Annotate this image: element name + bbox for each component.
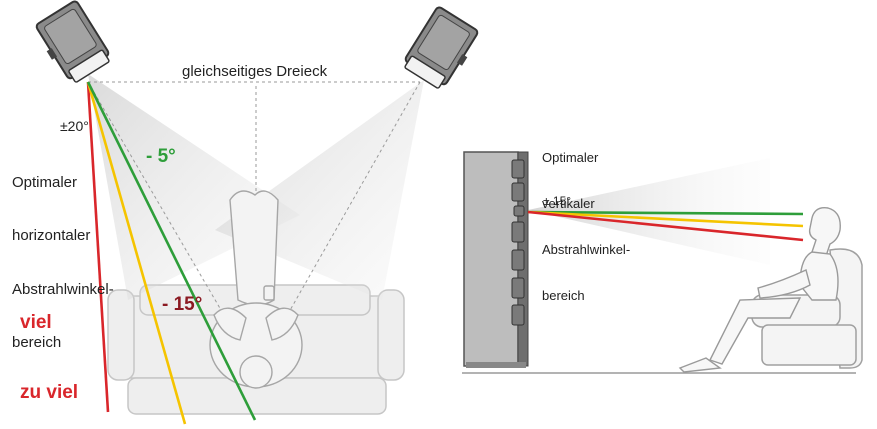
horizontal-range-label: Optimaler horizontaler Abstrahlwinkel- b… <box>12 139 114 387</box>
vline-red <box>527 210 804 242</box>
horizontal-range-line-1: Optimaler <box>12 174 78 192</box>
angle-green-label: - 5° <box>146 146 176 167</box>
vline-green <box>527 210 804 216</box>
right-speaker <box>404 6 479 89</box>
horizontal-range-line-2: horizontaler <box>12 227 91 245</box>
line-green <box>86 81 257 421</box>
vline-yellow <box>527 210 804 228</box>
vertical-range-line-1: Optimaler <box>542 149 599 165</box>
left-speaker-cone <box>88 74 300 300</box>
left-speaker <box>35 0 110 83</box>
warning-line-2: zu viel <box>20 381 79 403</box>
warning-label: viel zu viel <box>20 265 78 429</box>
horizontal-tolerance-label: ±20° <box>60 118 89 134</box>
vertical-range-line-3: Abstrahlwinkel- <box>542 241 631 257</box>
sofa <box>107 284 405 415</box>
vertical-range-line-2: vertikaler <box>542 195 595 211</box>
vertical-range-line-4: bereich <box>542 287 585 303</box>
warning-line-1: viel <box>20 312 52 334</box>
line-yellow <box>86 81 187 425</box>
seated-person <box>678 207 841 373</box>
vertical-cone <box>528 158 770 265</box>
tower-speaker <box>463 151 529 368</box>
angle-red-label: - 15° <box>162 294 203 315</box>
listener-top-view <box>209 190 303 389</box>
line-red <box>86 81 110 413</box>
horizontal-range-line-3: Abstrahlwinkel- <box>12 280 114 298</box>
vertical-tolerance-label: ± 15° <box>543 194 572 208</box>
horizontal-range-line-4: bereich <box>12 333 62 351</box>
equilateral-triangle-label: gleichseitiges Dreieck <box>182 63 328 80</box>
vertical-range-label: Optimaler vertikaler Abstrahlwinkel- ber… <box>542 119 630 334</box>
